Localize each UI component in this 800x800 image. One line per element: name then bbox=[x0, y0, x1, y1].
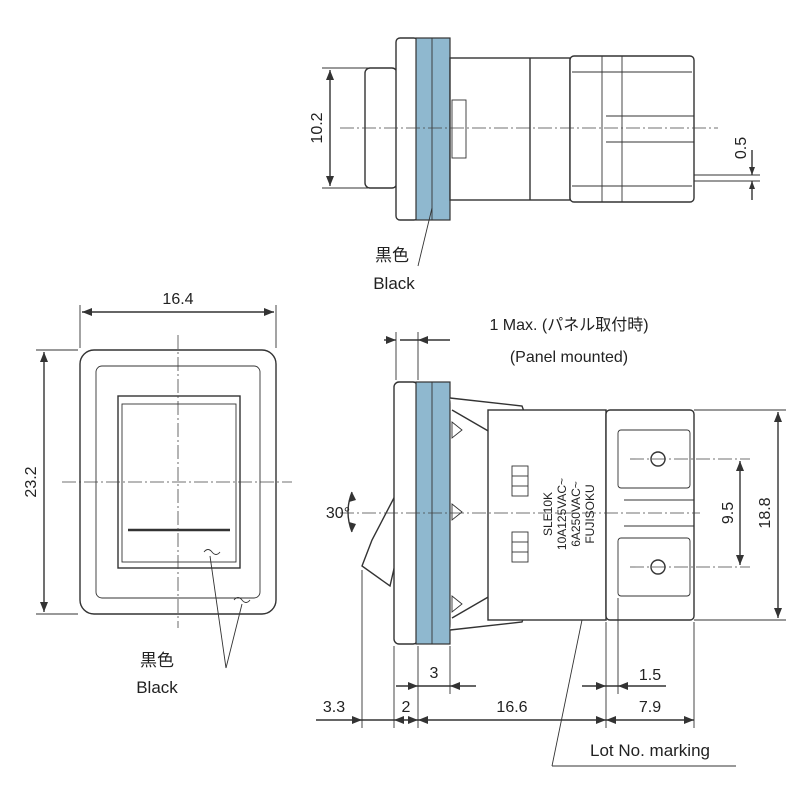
front-label-jp: 黒色 bbox=[140, 651, 174, 670]
note-panel-en: (Panel mounted) bbox=[510, 349, 628, 366]
dim-rocker-angle: 30° bbox=[326, 505, 350, 522]
top-label-en: Black bbox=[373, 274, 415, 293]
marking-line-2: 10A125VAC~ bbox=[555, 478, 569, 550]
dim-7-9: 7.9 bbox=[639, 699, 661, 716]
top-rear-block bbox=[569, 55, 695, 203]
dim-pin-pitch: 9.5 bbox=[720, 502, 737, 524]
marking-line-4: FUJISOKU bbox=[583, 484, 597, 543]
side-main-body bbox=[487, 409, 607, 621]
note-panel-jp: 1 Max. (パネル取付時) bbox=[489, 316, 648, 334]
dim-front-width: 16.4 bbox=[162, 291, 193, 308]
top-flange bbox=[395, 37, 419, 221]
dim-16-6: 16.6 bbox=[496, 699, 527, 716]
dim-top-pin: 0.5 bbox=[733, 137, 750, 159]
dim-3: 3 bbox=[430, 665, 439, 682]
dim-3-3: 3.3 bbox=[323, 699, 345, 716]
marking-line-3: 6A250VAC~ bbox=[569, 481, 583, 547]
top-label-jp: 黒色 bbox=[375, 246, 409, 265]
top-body bbox=[449, 57, 571, 201]
upper-terminal bbox=[617, 429, 691, 489]
marking-line-1: SLE10K bbox=[541, 492, 555, 536]
top-black-bezel bbox=[415, 37, 451, 221]
side-terminal-block bbox=[605, 409, 695, 621]
dim-2: 2 bbox=[402, 699, 411, 716]
dim-body-height: 18.8 bbox=[757, 497, 774, 528]
dim-front-height: 23.2 bbox=[23, 466, 40, 497]
lower-terminal bbox=[617, 537, 691, 597]
side-lot-marking: SLE10K 10A125VAC~ 6A250VAC~ FUJISOKU bbox=[541, 478, 597, 550]
side-view: SLE10K 10A125VAC~ 6A250VAC~ FUJISOKU 1 M… bbox=[316, 316, 786, 767]
dim-top-height: 10.2 bbox=[309, 112, 326, 143]
dim-1-5: 1.5 bbox=[639, 667, 661, 684]
front-label-en: Black bbox=[136, 678, 178, 697]
top-view: 10.2 0.5 黒色 Black bbox=[309, 37, 760, 293]
side-rocker bbox=[361, 493, 397, 588]
lot-marking-label: Lot No. marking bbox=[590, 741, 710, 760]
front-view: 16.4 23.2 黒色 Black bbox=[23, 291, 292, 697]
